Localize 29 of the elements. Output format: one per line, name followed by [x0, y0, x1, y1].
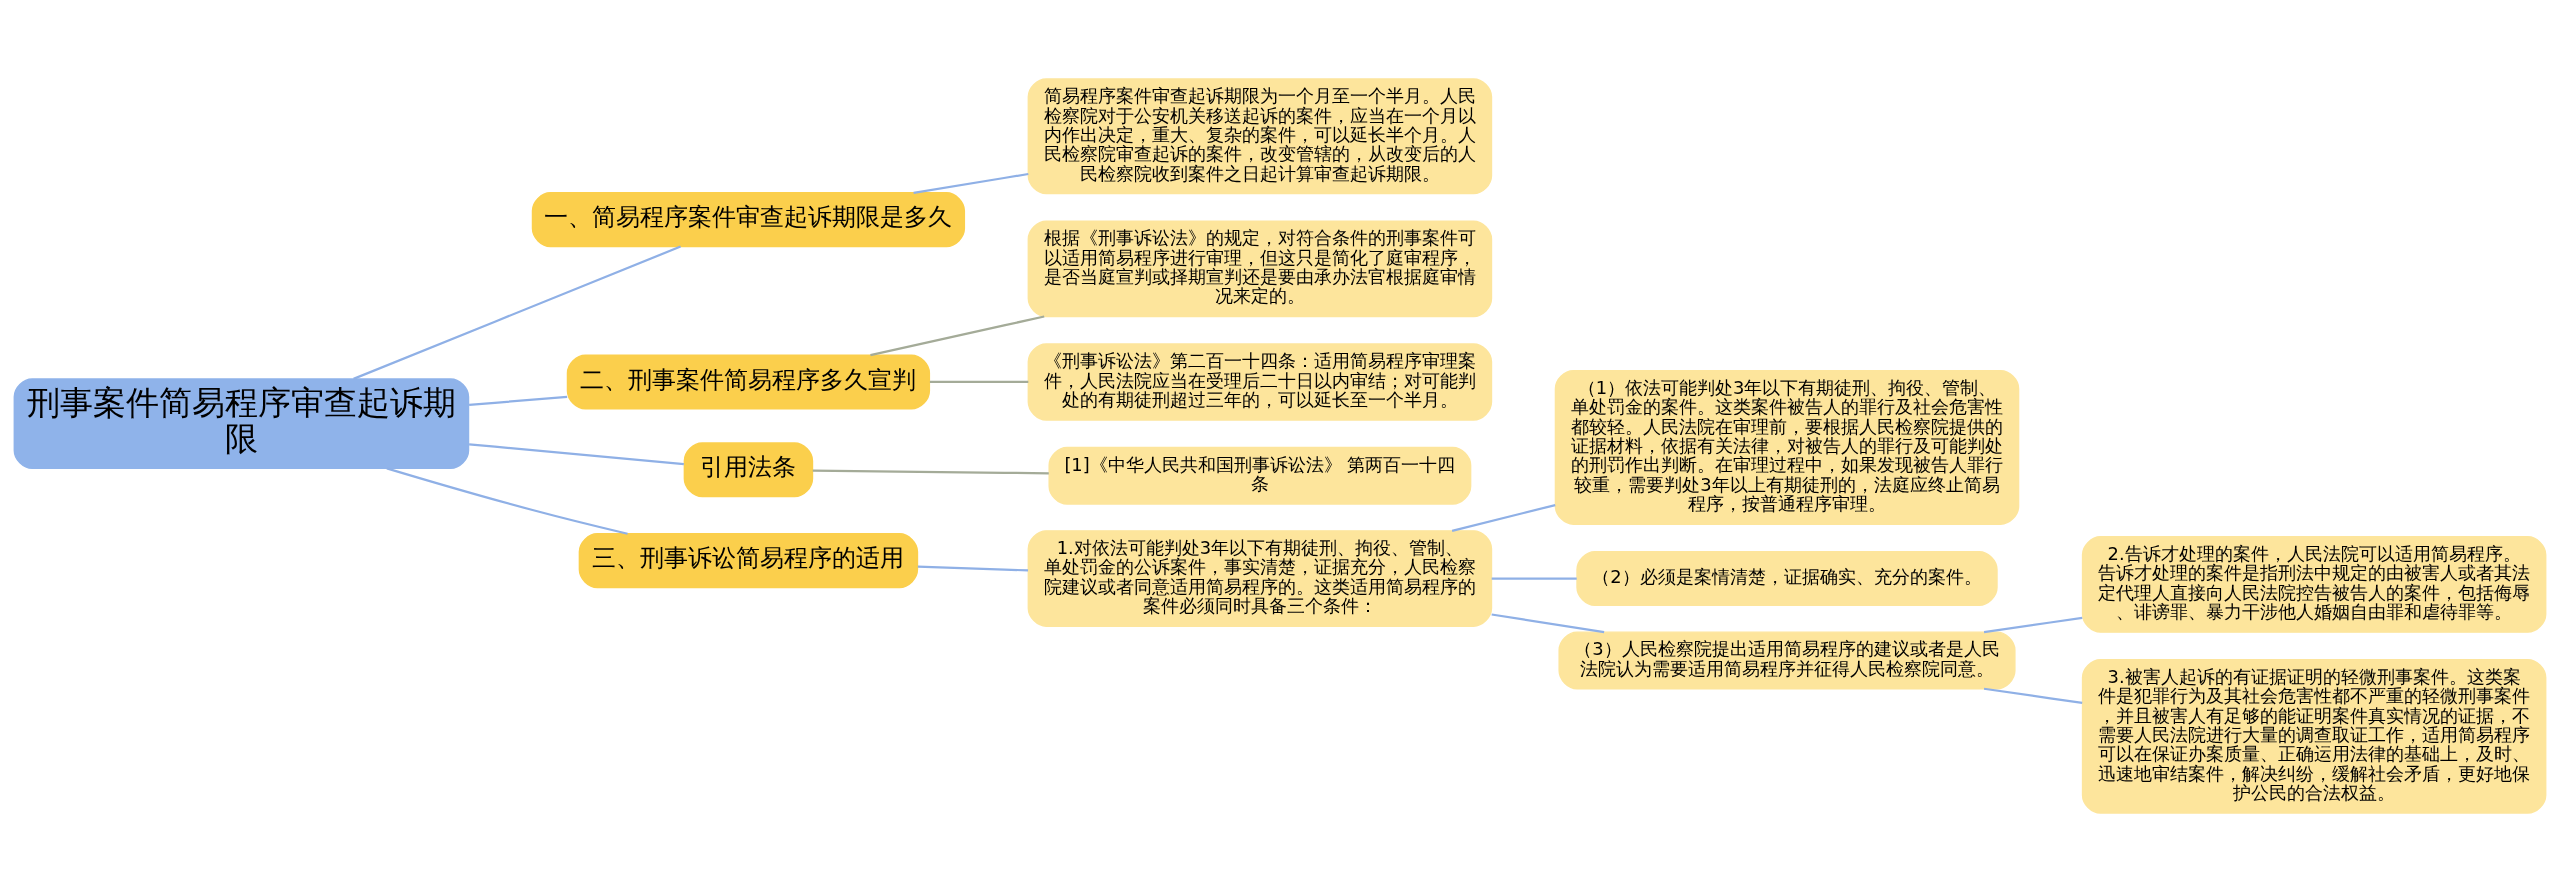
node-box: （3）人民检察院提出适用简易程序的建议或者是人民法院认为需要适用简易程序并征得人民检察院同意。: [1558, 630, 2016, 689]
connector: [870, 314, 1045, 356]
node-box: （1）依法可能判处3年以下有期徒刑、拘役、管制、单处罚金的案件。这类案件被告人的罪行及社会危害性都较轻。人民法院在审理前，要根据人民检察院提供的证据材料，依据有关法律，对被告人的罪行及可能判处的刑罚作出判断。在审理过程中，如果发现被告人罪行较重，需要判处3年以上有期徒刑的，法庭应终止简易程序，按普通程序审理。: [1554, 369, 2020, 525]
node-box: 二、刑事案件简易程序多久宣判: [566, 353, 931, 409]
connector: [929, 380, 1029, 383]
connector: [353, 245, 681, 380]
node-box: 三、刑事诉讼简易程序的适用: [578, 532, 919, 588]
node-box: [1]《中华人民共和国刑事诉讼法》 第两百一十四条: [1048, 446, 1472, 505]
connector: [386, 466, 628, 535]
node-box: 《刑事诉讼法》第二百一十四条：适用简易程序审理案件，人民法院应当在受理后二十日以内审结；对可能判处的有期徒刑超过三年的，可以延长至一个半月。: [1027, 342, 1493, 421]
connector: [913, 172, 1029, 194]
connector: [917, 564, 1029, 572]
connector: [812, 468, 1049, 474]
node-box: 1.对依法可能判处3年以下有期徒刑、拘役、管制、单处罚金的公诉案件，事实清楚，证据充分，人民检察院建议或者同意适用简易程序的。这类适用简易程序的案件必须同时具备三个条件：: [1027, 529, 1493, 627]
node-box: 3.被害人起诉的有证据证明的轻微刑事案件。这类案件是犯罪行为及其社会危害性都不严重的轻微刑事案件，并且被害人有足够的能证明案件真实情况的证据，不需要人民法院进行大量的调查取证工作，适用简易程序可以在保证办案质量、正确运用法律的基础上，及时、迅速地审结案件，解决纠纷，缓解社会矛盾，更好地保护公民的合法权益。: [2081, 658, 2547, 814]
connector: [1451, 503, 1556, 532]
node-box: 引用法条: [683, 441, 814, 497]
connector: [469, 442, 684, 465]
node-box: 简易程序案件审查起诉期限为一个月至一个半月。人民检察院对于公安机关移送起诉的案件，应当在一个月以内作出决定，重大、复杂的案件，可以延长半个月。人民检察院审查起诉的案件，改变管辖的，从改变后的人民检察院收到案件之日起计算审查起诉期限。: [1027, 77, 1493, 194]
connector: [1983, 616, 2083, 633]
connector: [1491, 576, 1577, 580]
connector: [469, 395, 568, 406]
node-box: 根据《刑事诉讼法》的规定，对符合条件的刑事案件可以适用简易程序进行审理，但这只是简化了庭审程序，是否当庭宣判或择期宣判还是要由承办法官根据庭审情况来定的。: [1027, 219, 1493, 317]
node-box: 2.告诉才处理的案件，人民法院可以适用简易程序。告诉才处理的案件是指刑法中规定的由被害人或者其法定代理人直接向人民法院控告被告人的案件，包括侮辱、诽谤罪、暴力干涉他人婚姻自由罪和虐待罪等。: [2081, 535, 2547, 633]
node-box: 一、简易程序案件审查起诉期限是多久: [531, 191, 966, 247]
connector: [1983, 687, 2083, 704]
node-box: 刑事案件简易程序审查起诉期限: [13, 377, 470, 469]
node-box: （2）必须是案情清楚，证据确实、充分的案件。: [1576, 550, 1998, 606]
connector: [1491, 612, 1605, 633]
